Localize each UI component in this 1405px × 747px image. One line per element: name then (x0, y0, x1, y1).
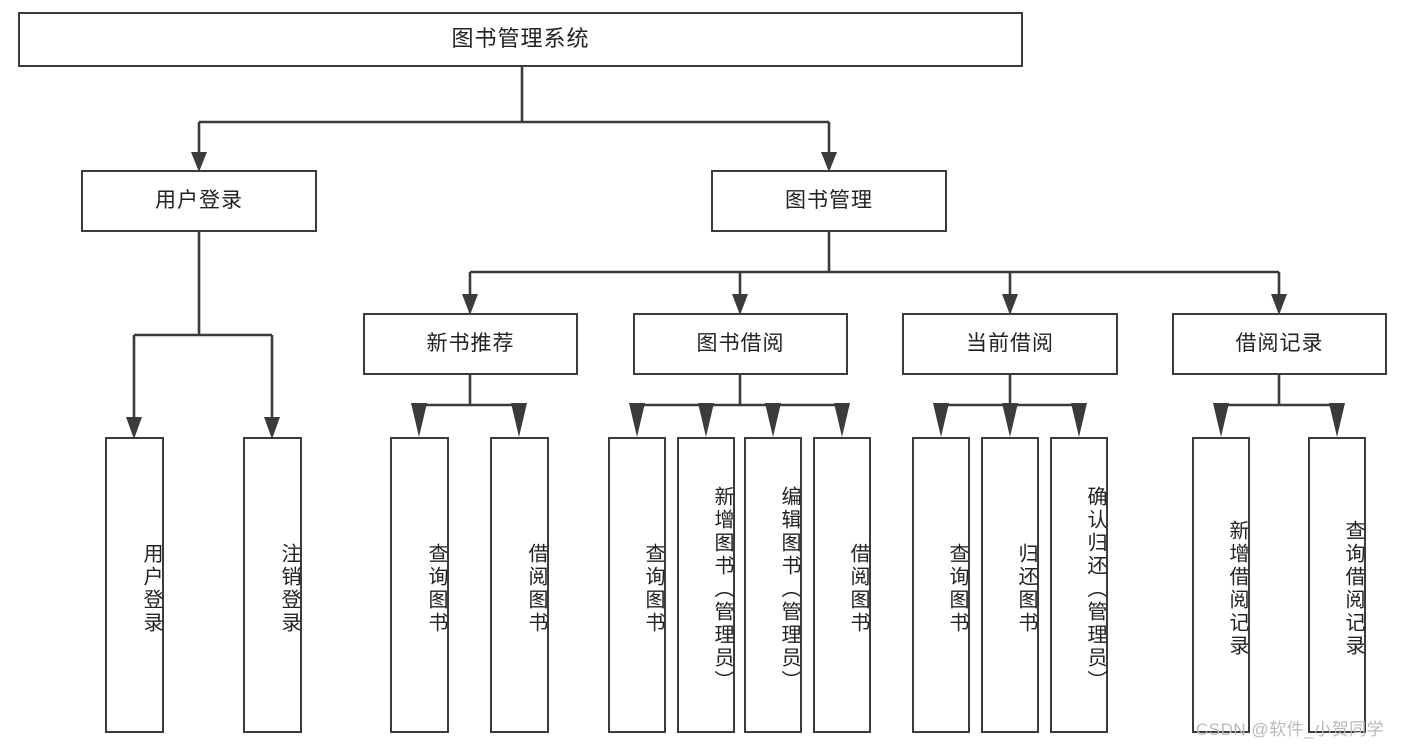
arrow-book-borrow (732, 294, 748, 315)
arrow-user-login (191, 152, 207, 172)
node-leaf-return-book-label: 归还图书 (1015, 543, 1037, 635)
node-leaf-add-book[interactable]: 新增图书（管理员） (677, 437, 735, 733)
arrow-leaf-query-book-3 (933, 403, 949, 437)
arrow-leaf-borrow-book-2 (834, 403, 850, 437)
node-leaf-edit-book[interactable]: 编辑图书（管理员） (744, 437, 802, 733)
arrow-book-manage (821, 152, 837, 172)
node-root[interactable]: 图书管理系统 (18, 12, 1023, 67)
node-leaf-query-record[interactable]: 查询借阅记录 (1308, 437, 1366, 733)
node-leaf-add-book-label: 新增图书（管理员） (711, 485, 733, 693)
watermark: CSDN @软件_小贺同学 (1196, 720, 1385, 739)
node-current-borrow[interactable]: 当前借阅 (902, 313, 1118, 375)
node-book-manage[interactable]: 图书管理 (711, 170, 947, 232)
node-leaf-borrow-book-2[interactable]: 借阅图书 (813, 437, 871, 733)
arrow-leaf-add-book (698, 403, 714, 437)
arrow-leaf-borrow-book-1 (511, 403, 527, 437)
node-borrow-record[interactable]: 借阅记录 (1172, 313, 1387, 375)
node-leaf-borrow-book-1-label: 借阅图书 (525, 543, 547, 635)
arrow-leaf-query-book-2 (629, 403, 645, 437)
node-user-login[interactable]: 用户登录 (81, 170, 317, 232)
arrow-leaf-query-book-1 (411, 403, 427, 437)
node-leaf-add-record[interactable]: 新增借阅记录 (1192, 437, 1250, 733)
node-leaf-return-book[interactable]: 归还图书 (981, 437, 1039, 733)
node-leaf-user-login-label: 用户登录 (140, 543, 162, 635)
node-borrow-record-label: 借阅记录 (1235, 332, 1324, 356)
arrow-leaf-logout (264, 417, 280, 439)
node-leaf-edit-book-label: 编辑图书（管理员） (778, 485, 800, 693)
node-leaf-add-record-label: 新增借阅记录 (1226, 520, 1248, 658)
node-leaf-query-book-1[interactable]: 查询图书 (390, 437, 449, 733)
node-leaf-query-book-2[interactable]: 查询图书 (608, 437, 666, 733)
node-leaf-logout[interactable]: 注销登录 (243, 437, 302, 733)
arrow-borrow-record (1271, 294, 1287, 315)
arrow-current-borrow (1002, 294, 1018, 315)
node-leaf-confirm-return[interactable]: 确认归还（管理员） (1050, 437, 1108, 733)
node-leaf-borrow-book-1[interactable]: 借阅图书 (490, 437, 549, 733)
arrow-leaf-query-record (1329, 403, 1345, 437)
node-leaf-confirm-return-label: 确认归还（管理员） (1084, 485, 1106, 693)
node-leaf-query-record-label: 查询借阅记录 (1342, 520, 1364, 658)
node-leaf-borrow-book-2-label: 借阅图书 (847, 543, 869, 635)
arrow-leaf-user-login (126, 417, 142, 439)
node-leaf-query-book-1-label: 查询图书 (425, 543, 447, 635)
node-leaf-logout-label: 注销登录 (278, 543, 300, 635)
node-user-login-label: 用户登录 (155, 189, 243, 213)
node-book-borrow[interactable]: 图书借阅 (633, 313, 848, 375)
node-book-manage-label: 图书管理 (785, 189, 873, 213)
arrow-leaf-confirm-return (1071, 403, 1087, 437)
arrow-new-book (462, 294, 478, 315)
node-new-book-recommend[interactable]: 新书推荐 (363, 313, 578, 375)
node-new-book-recommend-label: 新书推荐 (426, 332, 515, 356)
node-book-borrow-label: 图书借阅 (696, 332, 785, 356)
node-root-label: 图书管理系统 (451, 26, 590, 52)
arrow-leaf-add-record (1213, 403, 1229, 437)
node-current-borrow-label: 当前借阅 (966, 332, 1054, 356)
arrow-leaf-edit-book (765, 403, 781, 437)
node-leaf-user-login[interactable]: 用户登录 (105, 437, 164, 733)
arrow-leaf-return-book (1002, 403, 1018, 437)
node-leaf-query-book-3-label: 查询图书 (946, 543, 968, 635)
node-leaf-query-book-2-label: 查询图书 (642, 543, 664, 635)
node-leaf-query-book-3[interactable]: 查询图书 (912, 437, 970, 733)
